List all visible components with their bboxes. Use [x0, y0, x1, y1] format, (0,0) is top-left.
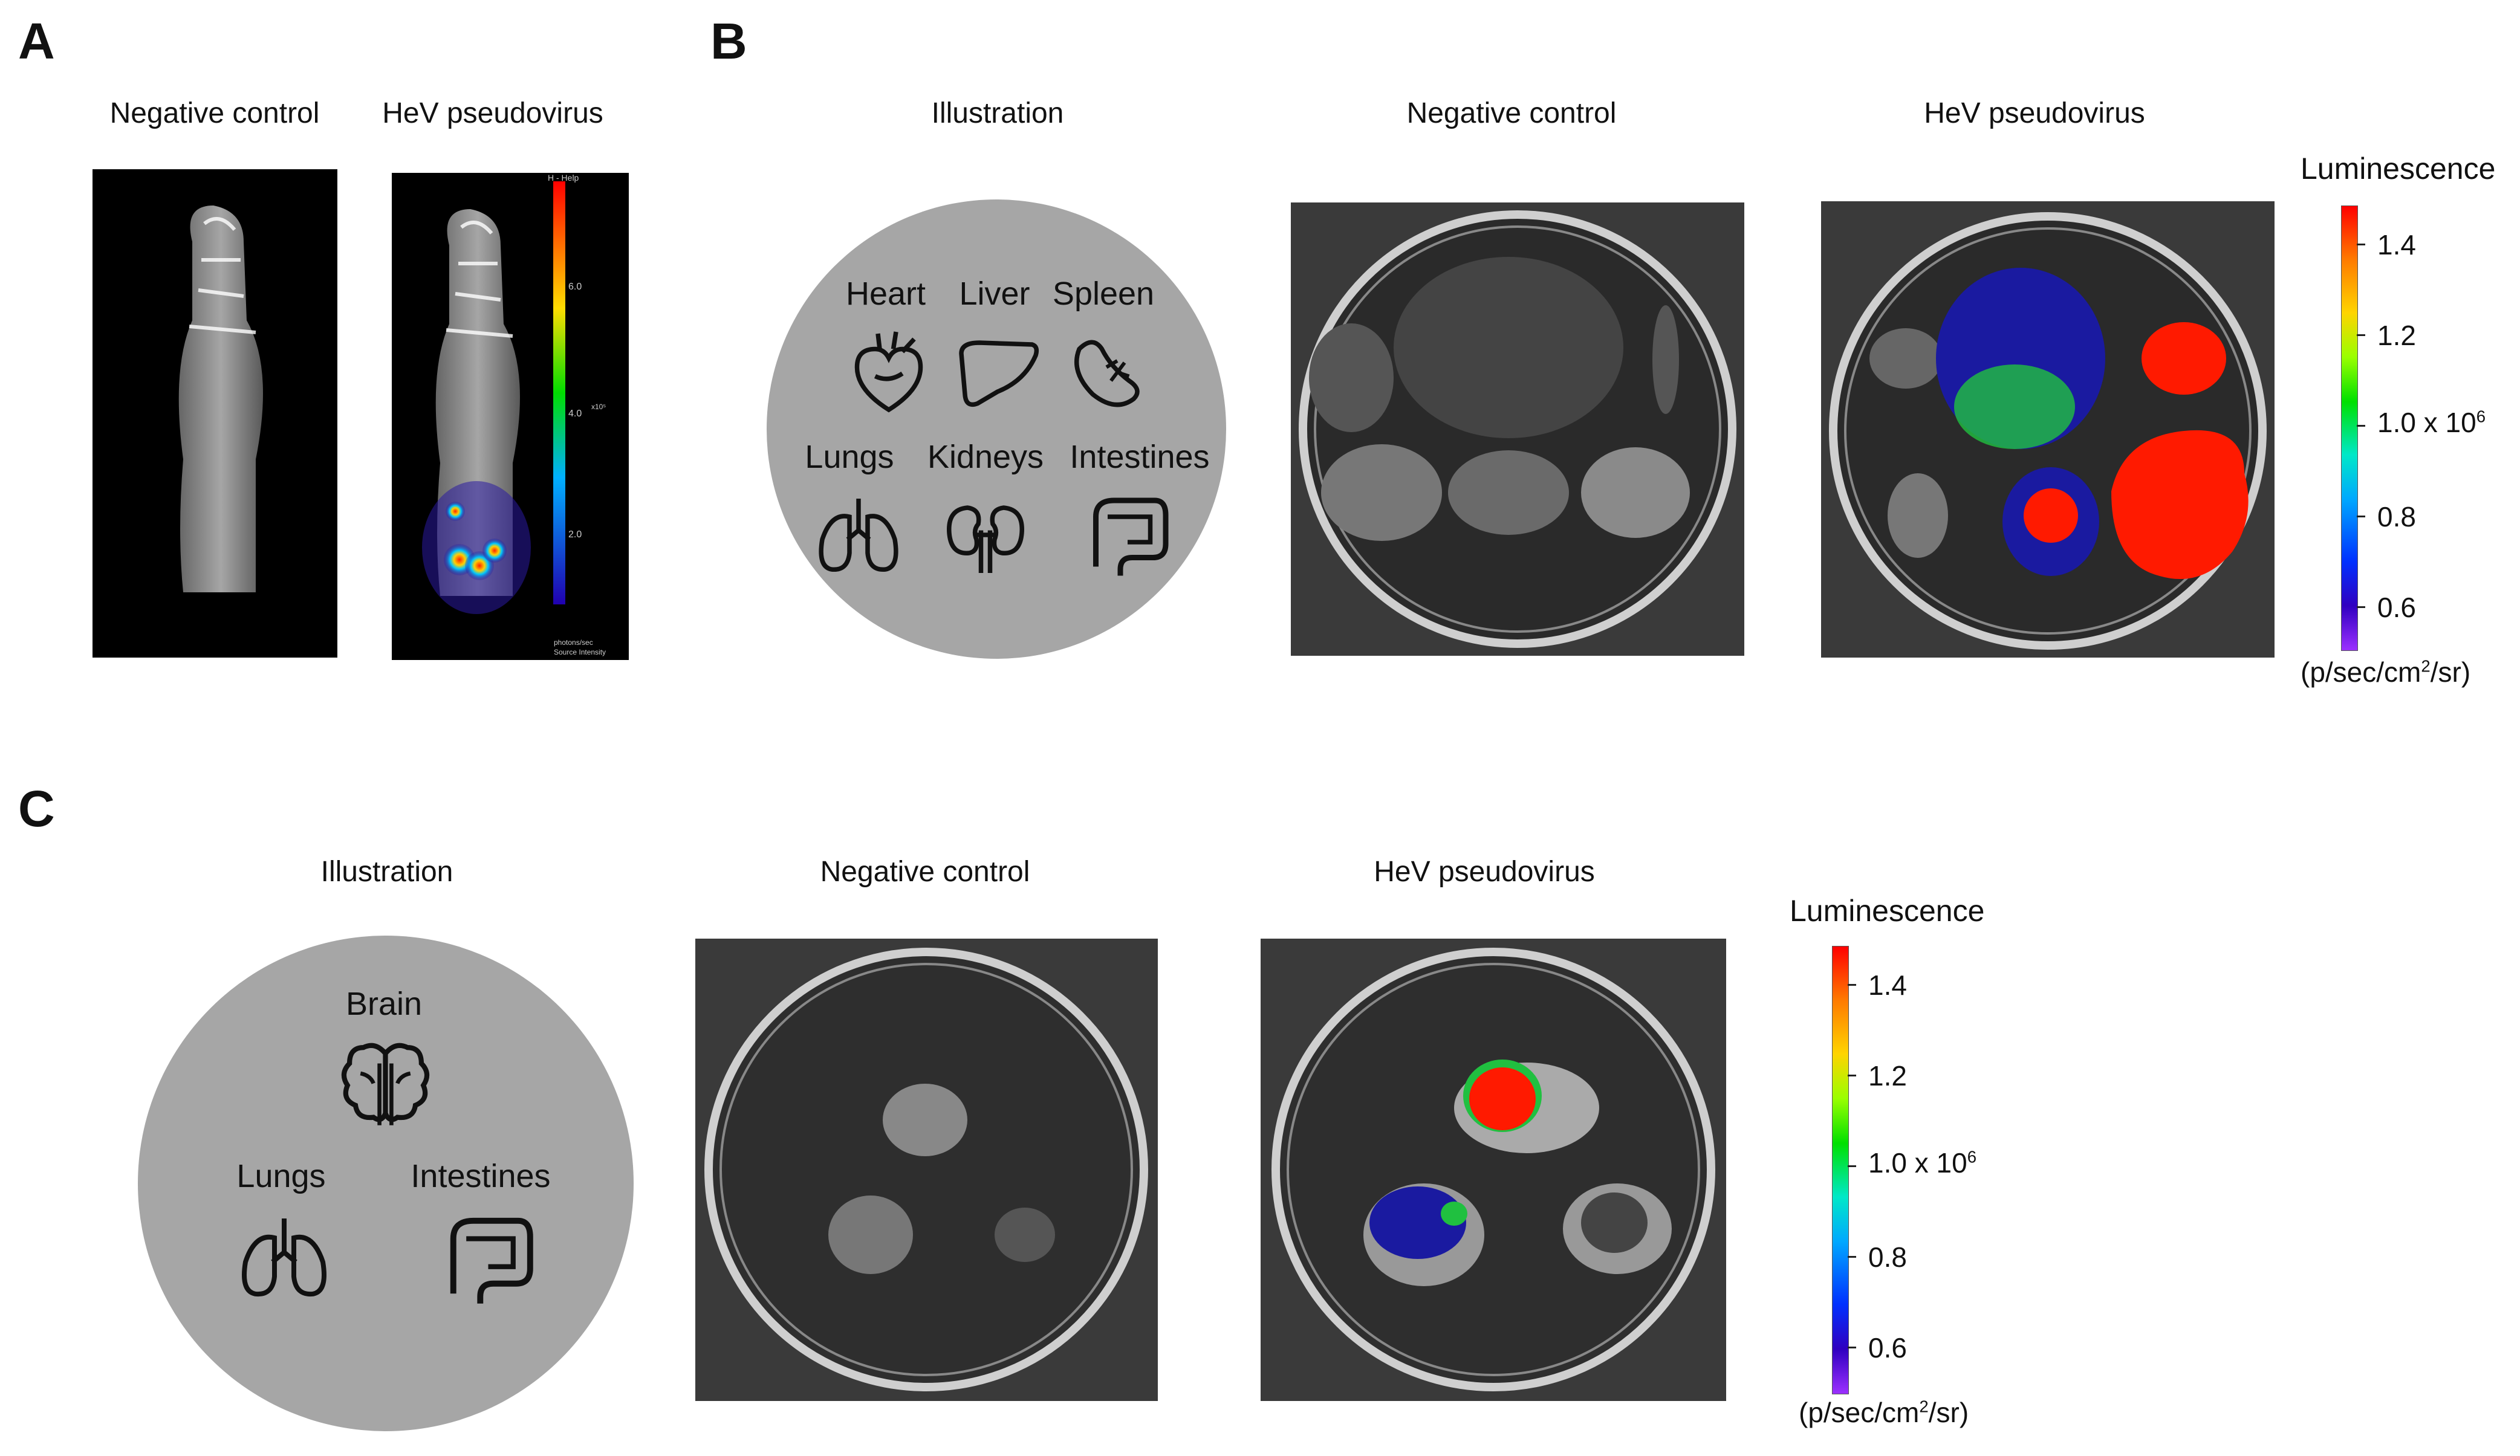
intestines-icon — [438, 1209, 538, 1309]
panel-a-colorbar-footer-1: photons/sec — [554, 638, 593, 647]
panel-a-caption-negative: Negative control — [109, 97, 320, 129]
panel-b-tick-1-2: 1.2 — [2377, 320, 2416, 351]
panel-b-tick-1-4: 1.4 — [2377, 229, 2416, 260]
petri-dish-negative — [1299, 210, 1736, 648]
panel-c-caption-hev: HeV pseudovirus — [1374, 856, 1595, 888]
panel-b-tick-0-6: 0.6 — [2377, 592, 2416, 623]
panel-c-tick-1-4: 1.4 — [1868, 969, 1907, 1001]
panel-b-caption-illustration: Illustration — [931, 97, 1064, 129]
panel-b-caption-negative: Negative control — [1406, 97, 1617, 129]
petri-dish-negative-c — [704, 948, 1148, 1391]
panel-c-tick-mark-1 — [1848, 984, 1856, 986]
panel-b-tick-mark-3 — [2357, 425, 2365, 427]
panel-c-label-intestines: Intestines — [411, 1158, 551, 1194]
panel-a-tick-2: 2.0 — [568, 529, 582, 540]
lungs-icon — [236, 1209, 333, 1306]
panel-b-label-spleen: Spleen — [1052, 276, 1155, 312]
panel-a-colorbar — [553, 181, 565, 604]
panel-a-exponent: x10⁵ — [591, 403, 606, 411]
panel-a-label: A — [18, 13, 55, 70]
panel-a-caption-hev: HeV pseudovirus — [382, 97, 603, 129]
intestines-icon — [1082, 490, 1173, 580]
panel-a-tick-4: 4.0 — [568, 409, 582, 419]
panel-c-colorbar — [1832, 946, 1849, 1394]
panel-a-tick-6: 6.0 — [568, 282, 582, 292]
panel-c-tick-mark-5 — [1848, 1347, 1856, 1348]
liver-icon — [952, 326, 1043, 417]
panel-c-tick-0-6: 0.6 — [1868, 1332, 1907, 1364]
panel-b-label: B — [710, 13, 747, 70]
panel-b-colorbar-unit: (p/sec/cm2/sr) — [2301, 656, 2471, 688]
panel-c-colorbar-unit: (p/sec/cm2/sr) — [1799, 1397, 1969, 1428]
panel-b-tick-mark-1 — [2357, 244, 2365, 245]
panel-b-tick-mark-4 — [2357, 516, 2365, 517]
panel-c-tick-mark-4 — [1848, 1256, 1856, 1258]
panel-b-colorbar — [2341, 205, 2358, 651]
panel-c-label-brain: Brain — [345, 986, 423, 1022]
panel-c-illustration-circle — [138, 936, 634, 1431]
lungs-icon — [813, 490, 904, 580]
panel-c-tick-mark-3 — [1848, 1165, 1856, 1167]
panel-b-tick-mark-5 — [2357, 606, 2365, 608]
panel-c-tick-1-2: 1.2 — [1868, 1060, 1907, 1092]
panel-b-tick-0-8: 0.8 — [2377, 501, 2416, 532]
mouse-xray-negative — [178, 205, 263, 592]
panel-b-label-liver: Liver — [959, 276, 1030, 312]
petri-dish-hev — [1829, 212, 2267, 650]
panel-a-hev-image: H - Help 6.0 4.0 x10⁵ 2.0 photons/sec So… — [392, 173, 629, 660]
mouse-xray-hev — [422, 209, 531, 614]
panel-c-tick-0-8: 0.8 — [1868, 1241, 1907, 1273]
panel-b-tick-mark-2 — [2357, 334, 2365, 336]
heart-icon — [843, 326, 934, 417]
panel-b-illustration-circle — [767, 199, 1226, 659]
panel-b-label-heart: Heart — [845, 276, 926, 312]
panel-c-tick-mark-2 — [1848, 1075, 1856, 1076]
petri-dish-hev-c — [1271, 948, 1715, 1391]
panel-c-caption-negative: Negative control — [820, 856, 1030, 888]
panel-b-label-lungs: Lungs — [805, 439, 894, 475]
panel-c-tick-1-0: 1.0 x 106 — [1868, 1147, 1977, 1179]
panel-a-colorbar-footer-2: Source Intensity — [554, 648, 606, 656]
panel-c-colorbar-title: Luminescence — [1790, 894, 1985, 928]
panel-b-label-intestines: Intestines — [1070, 439, 1210, 475]
panel-a-negative-image — [93, 169, 337, 658]
kidneys-icon — [940, 490, 1031, 580]
panel-c-negative-image — [695, 939, 1158, 1401]
panel-b-tick-1-0: 1.0 x 106 — [2377, 407, 2486, 438]
spleen-icon — [1061, 326, 1152, 417]
panel-b-label-kidneys: Kidneys — [927, 439, 1044, 475]
panel-c-hev-image — [1261, 939, 1726, 1401]
panel-c-label: C — [18, 780, 55, 837]
brain-icon — [336, 1034, 435, 1133]
panel-a-colorbar-header: H - Help — [548, 173, 579, 183]
panel-b-caption-hev: HeV pseudovirus — [1924, 97, 2145, 129]
panel-c-caption-illustration: Illustration — [320, 856, 453, 888]
panel-b-negative-image — [1291, 202, 1744, 656]
panel-b-hev-image — [1821, 201, 2275, 658]
panel-b-colorbar-title: Luminescence — [2301, 152, 2496, 186]
panel-c-label-lungs: Lungs — [236, 1158, 326, 1194]
